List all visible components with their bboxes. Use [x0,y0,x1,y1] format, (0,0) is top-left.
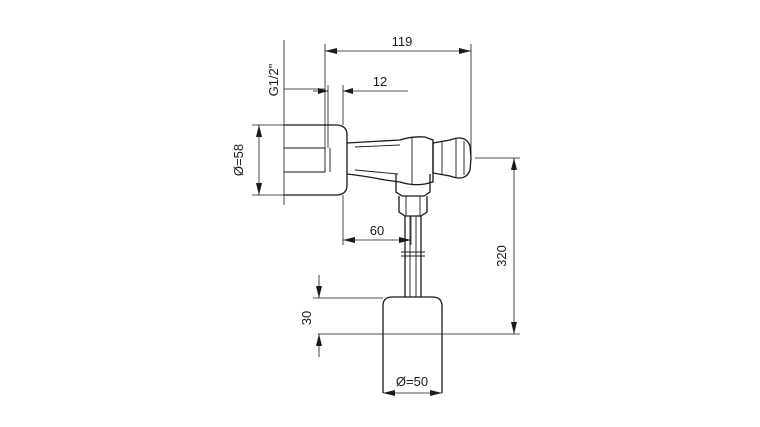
dimension-total-height: 320 [318,157,520,335]
dimension-320-label: 320 [494,245,509,267]
valve-housing [346,136,434,186]
dimension-overall-length: 119 [324,34,472,158]
wall-flange [284,124,348,196]
hex-nut [398,196,428,217]
dimension-base-height: 30 [299,275,383,357]
dimension-60-label: 60 [370,223,384,238]
downpipe [404,216,422,297]
dimension-119-label: 119 [392,34,413,49]
housing-contour [354,144,401,175]
threaded-pipe [284,147,326,173]
dimension-30-label: 30 [299,311,314,325]
dimension-spout-offset: 60 [342,195,412,245]
dimension-base-diameter: Ø=50 [383,374,442,396]
valve-body [284,124,472,393]
dimension-flange-diameter: Ø=58 [231,124,284,196]
dimension-58-label: Ø=58 [231,144,246,176]
dimension-g12-label: G1/2" [266,63,281,96]
dimension-12-label: 12 [373,74,387,89]
base-rosette [382,296,443,393]
outlet-neck [395,174,431,197]
dimension-thread-depth: 12 [313,74,408,148]
dimension-50-label: Ø=50 [396,374,428,389]
dimension-thread-size: G1/2" [266,40,325,205]
push-button-cap [432,137,472,179]
